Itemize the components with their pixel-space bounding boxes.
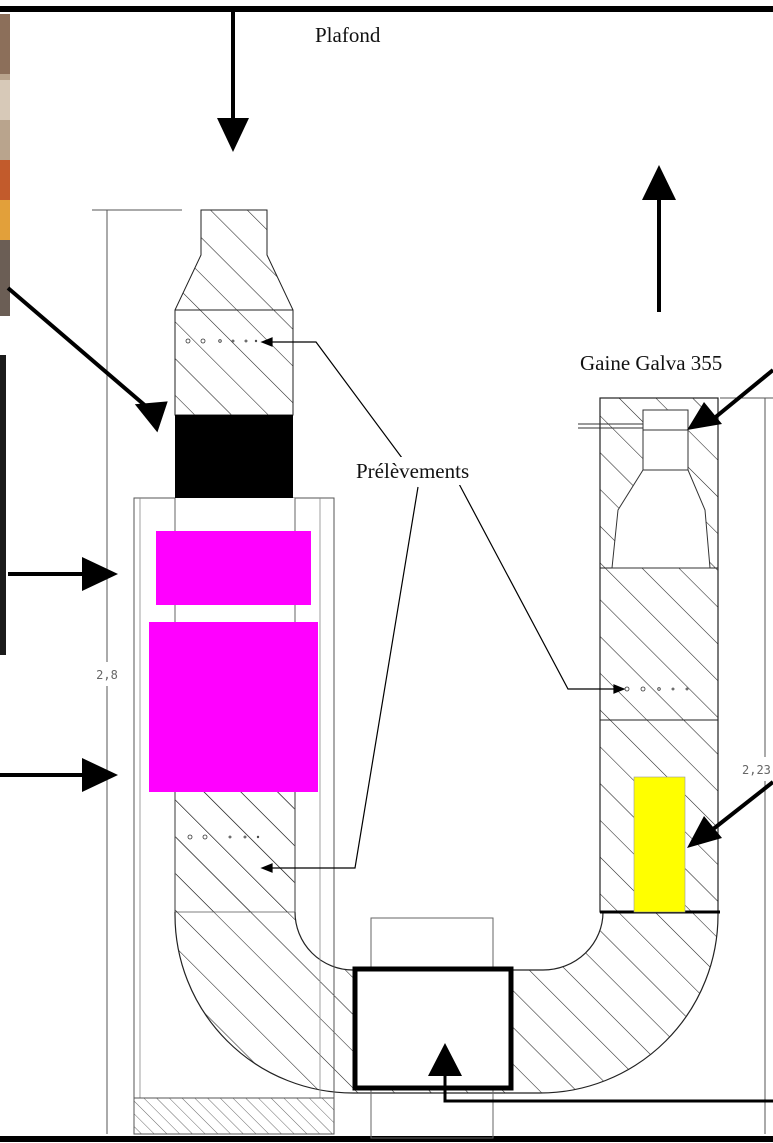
dimension-left-label: 2,8: [96, 668, 118, 682]
yellow-block: [633, 776, 686, 913]
ceiling-label: Plafond: [315, 23, 381, 47]
black-filter-block: [175, 415, 293, 498]
photo-thumbnail: [0, 14, 10, 316]
side-panel: [0, 355, 6, 655]
magenta-block-upper: [156, 531, 311, 605]
arrow-to-yellow-block: [687, 780, 773, 848]
arrow-to-magenta-upper: [8, 557, 118, 591]
sampling-label: Prélèvements: [356, 459, 469, 483]
arrow-to-black-block: [6, 286, 168, 433]
sampling-leaders: [260, 337, 626, 873]
left-column-hatch: [174, 209, 294, 416]
duct-label: Gaine Galva 355: [580, 351, 722, 375]
page-frame: [0, 6, 773, 1142]
magenta-block-lower: [149, 622, 318, 792]
sampling-points-left: [187, 834, 260, 840]
ceiling-arrow-down: [217, 10, 249, 152]
dimension-right-label: 2,23: [742, 763, 771, 777]
arrow-to-magenta-lower: [0, 758, 118, 792]
arrow-to-right-column: [687, 368, 773, 430]
arrow-to-sensor-box: [428, 1043, 773, 1103]
exhaust-arrow-up: [642, 165, 676, 312]
sampling-points-top: [185, 338, 258, 344]
left-casing: [133, 497, 335, 1135]
